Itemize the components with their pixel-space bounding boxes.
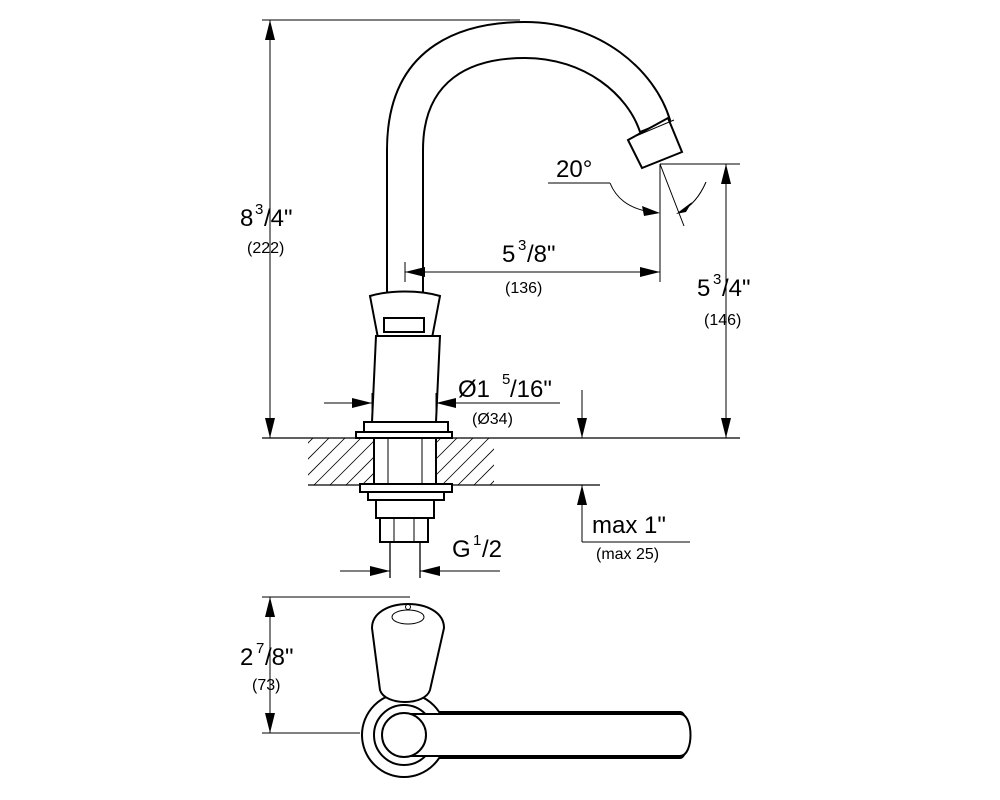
thread-numerator: 1 xyxy=(473,532,481,549)
top-view xyxy=(361,603,692,778)
spout-height-denominator: /4" xyxy=(722,275,751,302)
hatch-line xyxy=(308,438,346,476)
handle-depth-metric: (73) xyxy=(252,677,280,694)
total-height-numerator: 3 xyxy=(255,201,263,218)
spout-reach-metric: (136) xyxy=(505,280,542,297)
total-height-inch-whole: 8 xyxy=(240,205,253,232)
mounting-nut xyxy=(359,483,453,493)
label-handle-depth: 2 7 /8" (73) xyxy=(240,640,294,694)
dimension-lines xyxy=(262,19,740,734)
handle-depth-denominator: /8" xyxy=(265,644,294,671)
diameter-metric: (Ø34) xyxy=(472,411,513,428)
label-spout-height: 5 3 /4" (146) xyxy=(697,271,751,329)
hatch-line xyxy=(308,438,330,460)
hatch-line xyxy=(313,438,362,485)
valve-body xyxy=(355,290,453,578)
hatch-line xyxy=(473,464,494,485)
diameter-inch-whole: Ø1 xyxy=(458,376,490,403)
hatch-line xyxy=(250,438,297,485)
hatch-line xyxy=(308,438,314,444)
label-diameter: Ø1 5 /16" (Ø34) xyxy=(458,371,552,428)
spout-angle-value: 20° xyxy=(556,156,592,183)
handle-depth-numerator: 7 xyxy=(256,640,264,657)
hatch-line xyxy=(538,438,585,485)
hatch-line xyxy=(522,438,569,485)
thread-denominator: /2 xyxy=(482,536,502,563)
hatch-line xyxy=(506,438,553,485)
spout-height-metric: (146) xyxy=(704,312,741,329)
countertop-section xyxy=(250,437,740,486)
label-max-thickness: max 1" (max 25) xyxy=(592,512,666,563)
spout-height-inch-whole: 5 xyxy=(697,275,710,302)
handle-depth-inch-whole: 2 xyxy=(240,644,253,671)
label-thread: G 1 /2 xyxy=(452,532,502,563)
mounting-shank xyxy=(373,437,437,485)
thread-prefix: G xyxy=(452,536,471,563)
max-thickness-metric: (max 25) xyxy=(596,546,659,563)
spout-reach-numerator: 3 xyxy=(518,237,526,254)
diameter-denominator: /16" xyxy=(510,376,552,403)
hatch-line xyxy=(441,438,490,485)
hatch-line xyxy=(457,448,494,485)
spout-reach-inch-whole: 5 xyxy=(502,241,515,268)
total-height-metric: (222) xyxy=(247,240,284,257)
label-spout-reach: 5 3 /8" (136) xyxy=(502,237,556,297)
label-total-height: 8 3 /4" (222) xyxy=(240,201,293,257)
label-angle: 20° xyxy=(556,156,592,183)
spout-reach-denominator: /8" xyxy=(527,241,556,268)
aerator xyxy=(626,116,684,170)
diameter-numerator: 5 xyxy=(502,371,510,388)
spout-height-numerator: 3 xyxy=(713,271,721,288)
total-height-denominator: /4" xyxy=(264,205,293,232)
hatch-line xyxy=(329,438,378,485)
max-thickness-inch: max 1" xyxy=(592,512,666,539)
hex-fitting xyxy=(379,517,429,543)
hatch-line xyxy=(489,480,494,485)
